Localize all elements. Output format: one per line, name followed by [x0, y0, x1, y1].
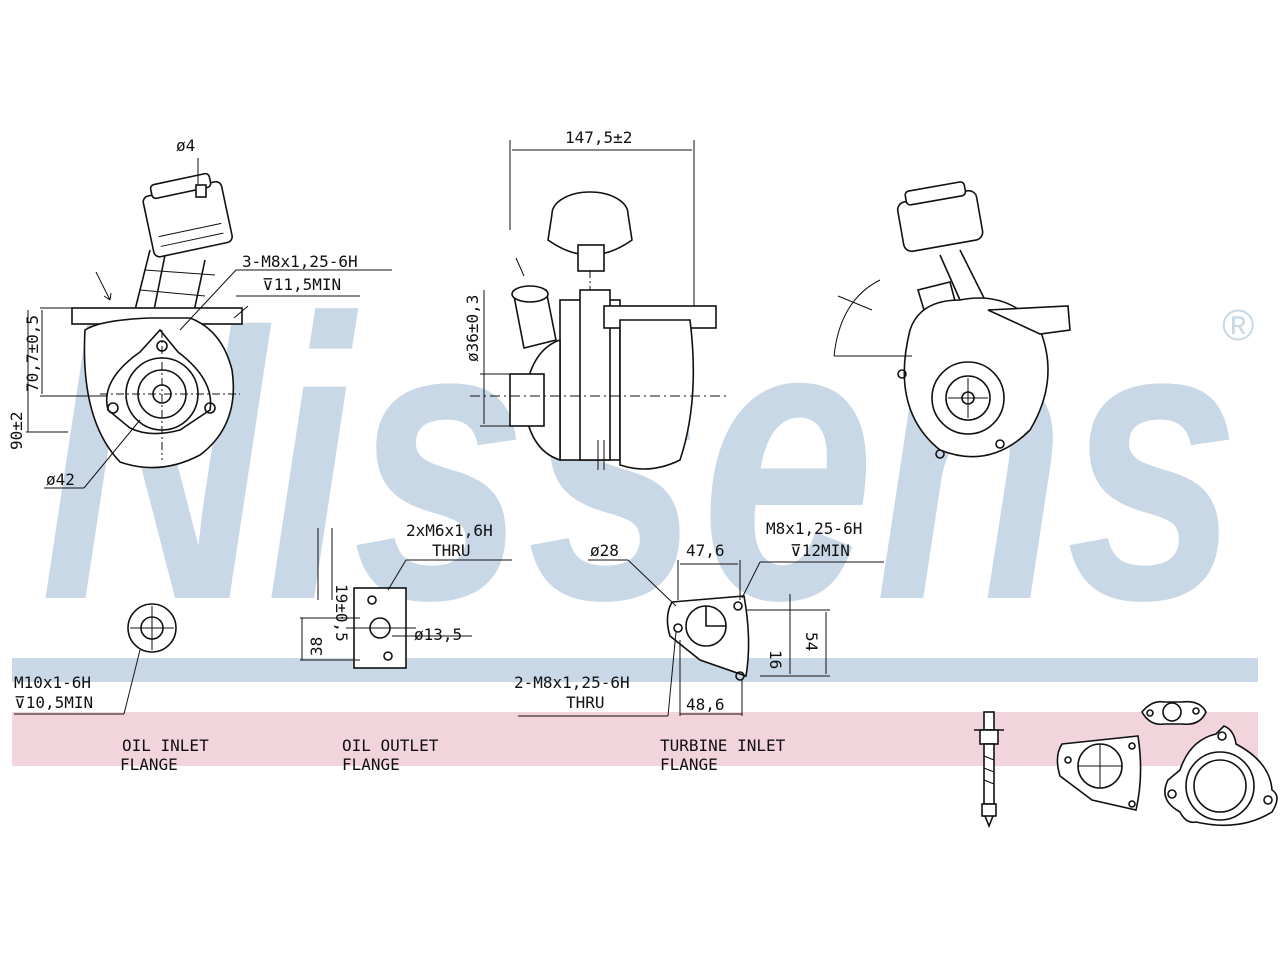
- dim-side-width: 147,5±2: [565, 128, 632, 147]
- oil-inlet-thread: M10x1-6H: [14, 673, 91, 692]
- dim-front-height-2: 70,7±0,5: [23, 315, 42, 392]
- turbine-inlet-height: 54: [802, 632, 821, 651]
- caption-oil-outlet-1: OIL OUTLET: [342, 736, 439, 755]
- turbine-inlet-thread: M8x1,25-6H: [766, 519, 862, 538]
- gasket-large: [1164, 725, 1278, 827]
- caption-oil-inlet-2: FLANGE: [120, 755, 178, 774]
- turbine-inlet-depth: ⊽12MIN: [790, 541, 850, 560]
- caption-turbine-inlet-1: TURBINE INLET: [660, 736, 786, 755]
- turbine-inlet-dia: ø28: [590, 541, 619, 560]
- registered-mark: ®: [1222, 301, 1254, 350]
- accessories: [974, 700, 1278, 829]
- oil-inlet-flange: M10x1-6H ⊽10,5MIN: [14, 603, 177, 715]
- oil-outlet-dia: ø13,5: [414, 625, 462, 644]
- turbine-inlet-width: 47,6: [686, 541, 725, 560]
- dim-side-height: ø36±0,3: [463, 295, 482, 362]
- watermark-underline: [12, 658, 1258, 682]
- side-view: 147,5±2 ø36±0,3: [463, 128, 730, 470]
- oil-inlet-depth: ⊽10,5MIN: [14, 693, 93, 712]
- gasket-small: [1141, 700, 1207, 726]
- turbine-inlet-thread2: 2-M8x1,25-6H: [514, 673, 630, 692]
- oil-outlet-flange: 38 19±0,5 2xM6x1,6H THRU ø13,5: [300, 521, 512, 669]
- turbine-inlet-bottom: 48,6: [686, 695, 725, 714]
- actuator-left: [142, 172, 233, 258]
- dim-front-height-1: 90±2: [7, 411, 26, 450]
- oil-outlet-thread: 2xM6x1,6H: [406, 521, 493, 540]
- caption-band: [12, 712, 1258, 766]
- caption-turbine-inlet-2: FLANGE: [660, 755, 718, 774]
- oil-outlet-dim-b: 38: [307, 637, 326, 656]
- turbine-inlet-flange: 47,6 ø28 M8x1,25-6H ⊽12MIN 54 16 48,6 2-…: [514, 519, 884, 717]
- flange-captions: OIL INLET FLANGE OIL OUTLET FLANGE TURBI…: [120, 736, 786, 774]
- caption-oil-outlet-2: FLANGE: [342, 755, 400, 774]
- oil-outlet-dim-a: 19±0,5: [332, 584, 351, 642]
- iso-view: [833, 181, 1071, 459]
- front-view: 90±2 70,7±0,5 ø4 3-M8x1,25-6H ⊽11,5MIN ø…: [7, 136, 392, 489]
- stud-bolt: [974, 711, 1004, 829]
- dim-front-depth: ⊽11,5MIN: [262, 275, 341, 294]
- turbine-inlet-thru: THRU: [566, 693, 605, 712]
- gasket-medium: [1056, 735, 1142, 811]
- turbine-inlet-offset: 16: [766, 650, 785, 669]
- dim-front-thread: 3-M8x1,25-6H: [242, 252, 358, 271]
- caption-oil-inlet-1: OIL INLET: [122, 736, 209, 755]
- oil-outlet-thru: THRU: [432, 541, 471, 560]
- dim-front-dia-bottom: ø42: [46, 470, 75, 489]
- dim-front-dia-top: ø4: [176, 136, 195, 155]
